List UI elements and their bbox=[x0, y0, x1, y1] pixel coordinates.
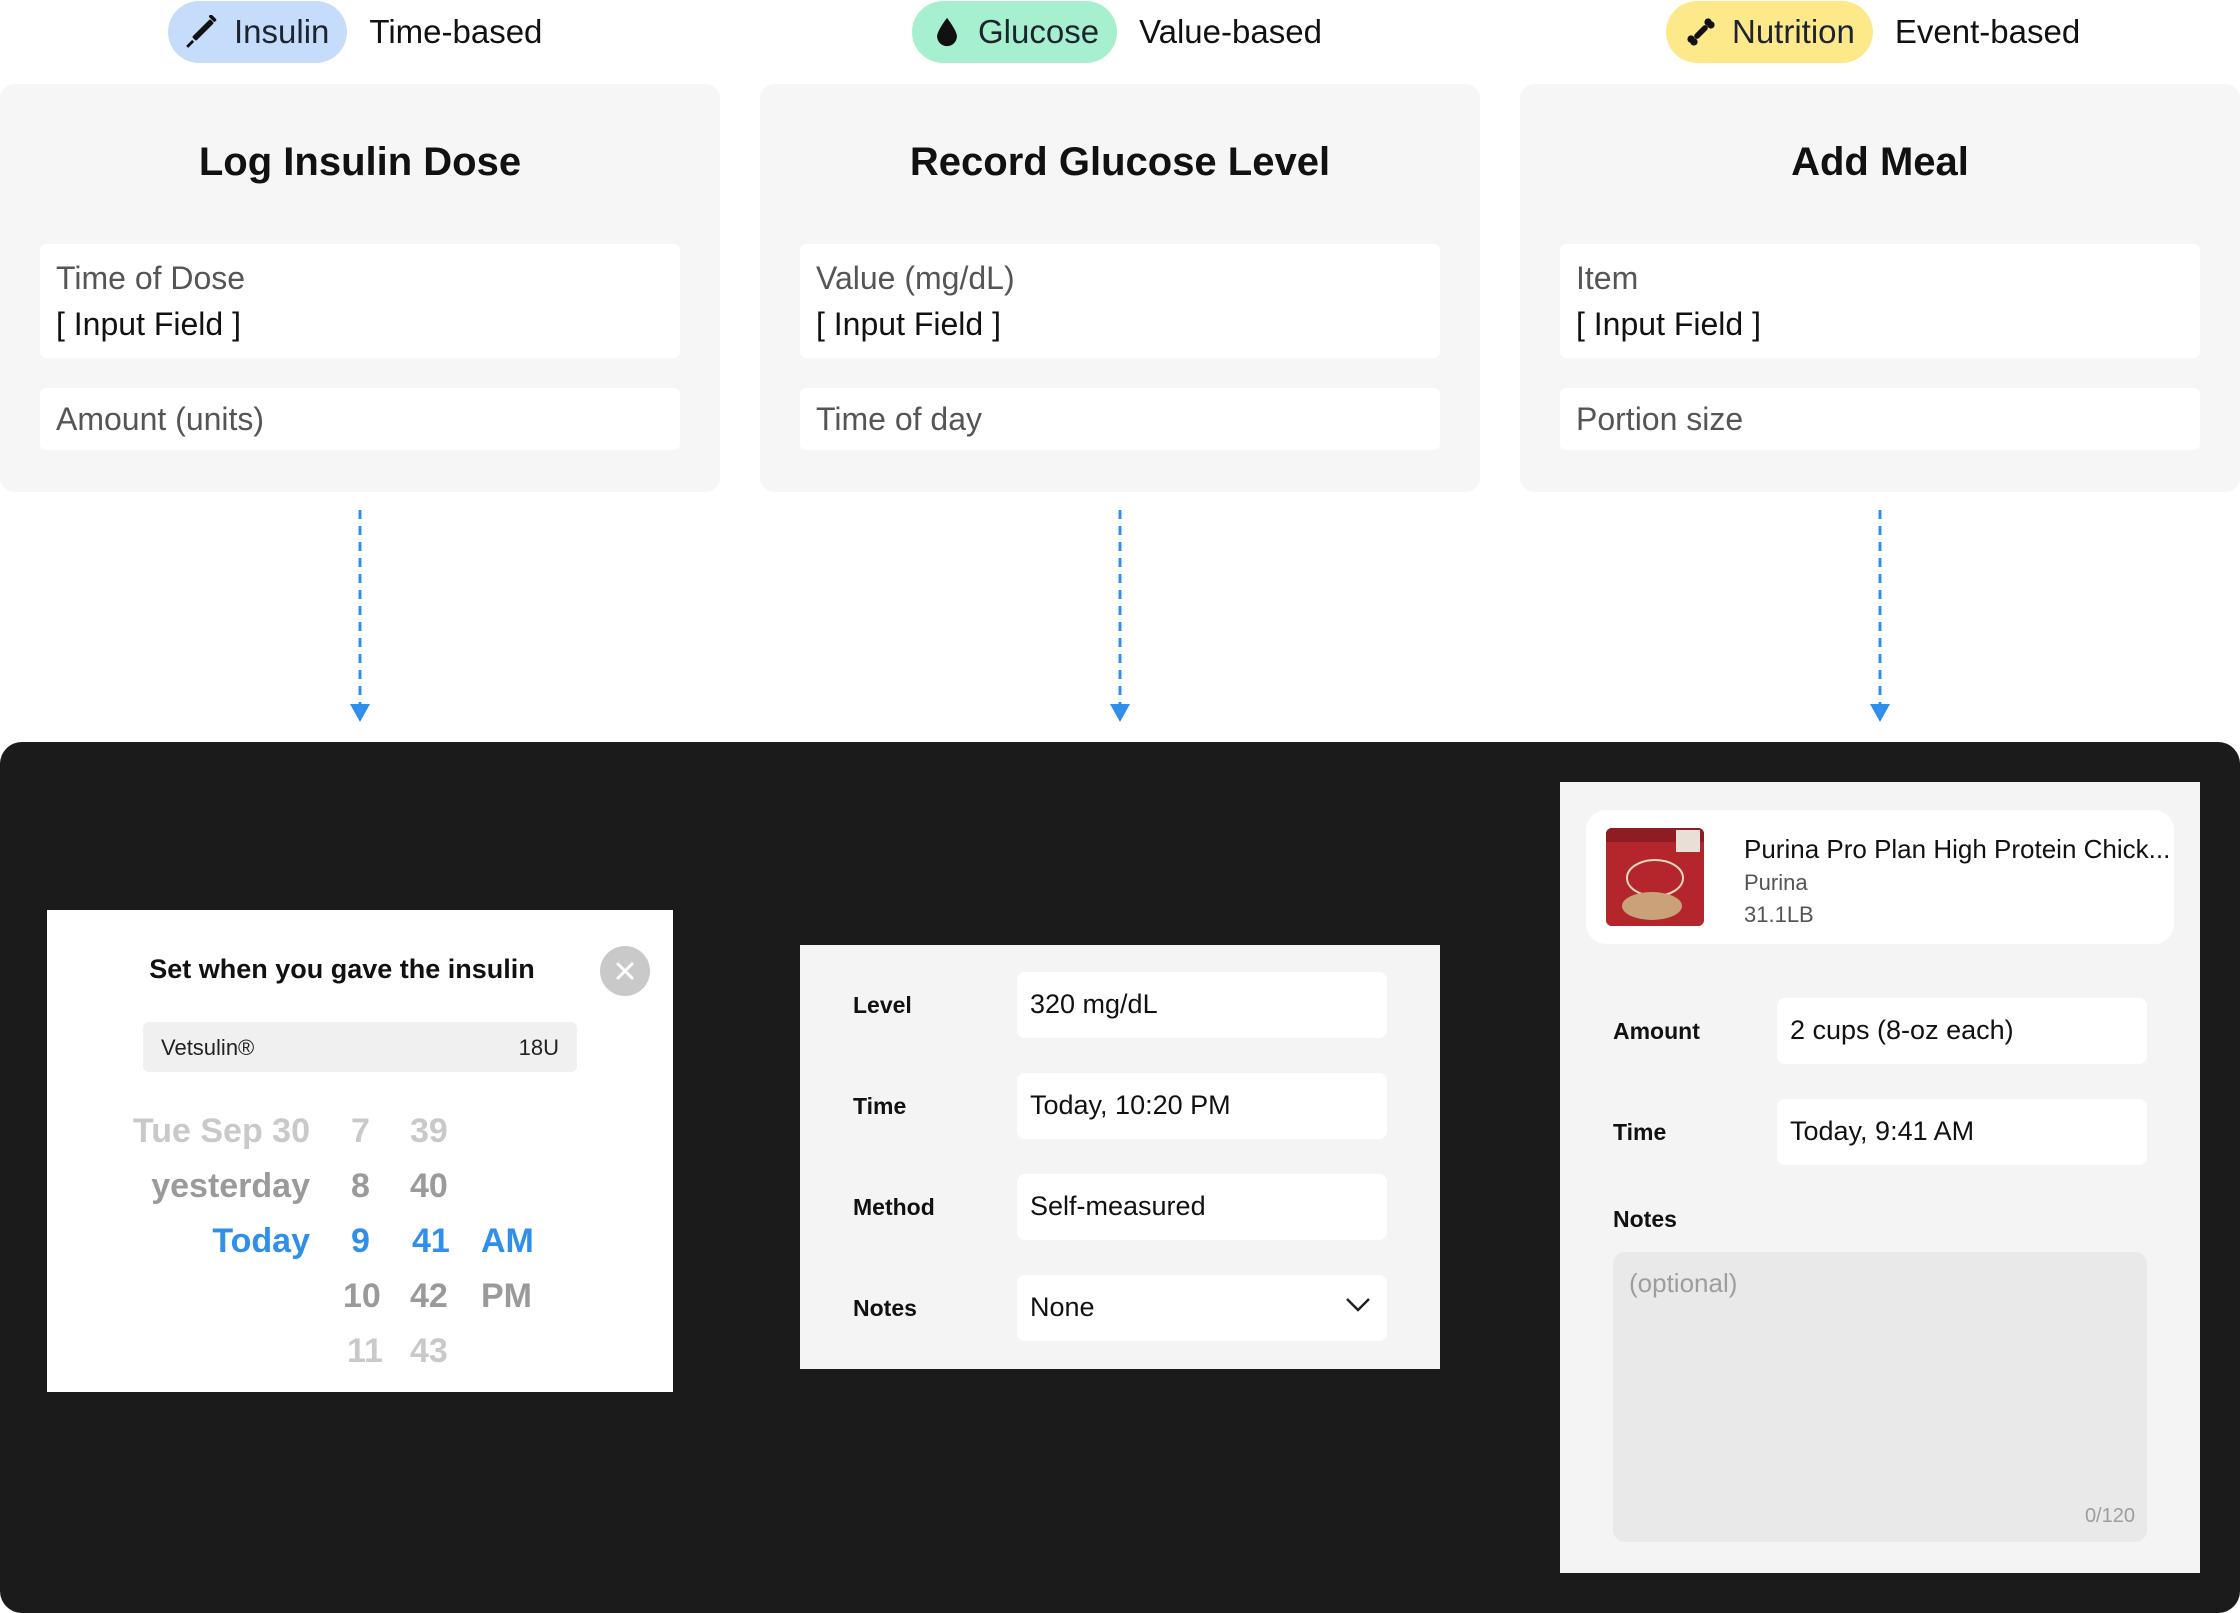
field-label: Amount (units) bbox=[56, 401, 265, 437]
period-option[interactable]: PM bbox=[481, 1277, 532, 1315]
glucose-value-field[interactable]: Value (mg/dL) [ Input Field ] bbox=[800, 244, 1440, 358]
glucose-type: Value-based bbox=[1139, 13, 1322, 50]
notes-select[interactable]: None bbox=[1017, 1275, 1387, 1341]
row-label: Time bbox=[1613, 1119, 1667, 1145]
nutrition-pill-label: Nutrition bbox=[1732, 13, 1855, 50]
product-name: Purina Pro Plan High Protein Chick... bbox=[1744, 834, 2171, 864]
product-brand: Purina bbox=[1744, 870, 1808, 895]
nutrition-pill: Nutrition bbox=[1666, 1, 1873, 63]
picker-title: Set when you gave the insulin bbox=[149, 954, 535, 984]
product-card[interactable]: Purina Pro Plan High Protein Chick... Pu… bbox=[1586, 810, 2174, 944]
field-label: Value (mg/dL) bbox=[816, 260, 1015, 296]
form-row-time: Time Today, 10:20 PM bbox=[800, 1073, 1440, 1139]
minute-option-selected[interactable]: 41 bbox=[412, 1222, 450, 1260]
meal-card: Add Meal Item [ Input Field ] Portion si… bbox=[1520, 84, 2240, 492]
close-button[interactable] bbox=[600, 946, 650, 996]
chevron-down-icon bbox=[1346, 1298, 1370, 1312]
card-title: Add Meal bbox=[1791, 140, 1969, 184]
minute-option[interactable]: 43 bbox=[410, 1332, 448, 1370]
bone-icon bbox=[1687, 18, 1715, 46]
syringe-icon bbox=[186, 15, 217, 48]
connector-arrow-glucose bbox=[1110, 510, 1130, 722]
drop-icon bbox=[937, 17, 957, 47]
form-row-notes: Notes None bbox=[800, 1275, 1440, 1341]
meal-form: Purina Pro Plan High Protein Chick... Pu… bbox=[1560, 782, 2200, 1573]
field-label: Time of day bbox=[816, 401, 982, 437]
hour-option[interactable]: 11 bbox=[347, 1332, 383, 1370]
close-icon bbox=[616, 962, 634, 980]
minute-option[interactable]: 40 bbox=[410, 1167, 448, 1205]
field-label: Time of Dose bbox=[56, 260, 246, 296]
insulin-time-picker: Set when you gave the insulin Vetsulin® … bbox=[47, 910, 673, 1392]
notes-label: Notes bbox=[1613, 1206, 1677, 1232]
field-label: Portion size bbox=[1576, 401, 1744, 437]
row-label: Amount bbox=[1613, 1018, 1700, 1044]
form-row-time: Time Today, 9:41 AM bbox=[1560, 1099, 2200, 1165]
amount-field[interactable]: Amount (units) bbox=[40, 388, 680, 450]
time-of-day-field[interactable]: Time of day bbox=[800, 388, 1440, 450]
connector-arrow-meal bbox=[1870, 510, 1890, 722]
medication-dose: 18U bbox=[518, 1035, 559, 1060]
insulin-pill: Insulin bbox=[168, 1, 348, 63]
row-label: Level bbox=[853, 992, 912, 1018]
time-of-dose-field[interactable]: Time of Dose [ Input Field ] bbox=[40, 244, 680, 358]
minute-option[interactable]: 39 bbox=[410, 1112, 448, 1150]
field-value: [ Input Field ] bbox=[1576, 306, 1761, 342]
insulin-type: Time-based bbox=[369, 13, 543, 50]
day-option[interactable]: Tue Sep 30 bbox=[133, 1112, 310, 1150]
glucose-card: Record Glucose Level Value (mg/dL) [ Inp… bbox=[760, 84, 1480, 492]
insulin-card: Log Insulin Dose Time of Dose [ Input Fi… bbox=[0, 84, 720, 492]
row-label: Notes bbox=[853, 1295, 917, 1321]
amount-input[interactable]: 2 cups (8-oz each) bbox=[1777, 998, 2147, 1064]
connector-arrow-insulin bbox=[350, 510, 370, 722]
form-row-level: Level 320 mg/dL bbox=[800, 972, 1440, 1038]
period-option-selected[interactable]: AM bbox=[481, 1222, 534, 1260]
card-title: Log Insulin Dose bbox=[198, 140, 522, 184]
glucose-pill: Glucose bbox=[912, 1, 1118, 63]
product-size: 31.1LB bbox=[1744, 902, 1814, 927]
field-label: Item bbox=[1576, 260, 1639, 296]
minute-option[interactable]: 42 bbox=[410, 1277, 448, 1315]
hour-option[interactable]: 10 bbox=[343, 1277, 381, 1315]
glucose-form: Level 320 mg/dL Time Today, 10:20 PM Met… bbox=[800, 945, 1440, 1369]
portion-size-field[interactable]: Portion size bbox=[1560, 388, 2200, 450]
item-field[interactable]: Item [ Input Field ] bbox=[1560, 244, 2200, 358]
category-nutrition: Nutrition Event-based bbox=[1666, 0, 2080, 64]
product-image bbox=[1606, 828, 1704, 926]
form-row-method: Method Self-measured bbox=[800, 1174, 1440, 1240]
card-title: Record Glucose Level bbox=[909, 140, 1331, 184]
character-counter: 0/120 bbox=[2084, 1505, 2135, 1527]
row-label: Method bbox=[853, 1194, 935, 1220]
hour-option-selected[interactable]: 9 bbox=[351, 1222, 370, 1260]
hour-option[interactable]: 8 bbox=[351, 1167, 370, 1205]
method-input[interactable]: Self-measured bbox=[1017, 1174, 1387, 1240]
form-row-amount: Amount 2 cups (8-oz each) bbox=[1560, 998, 2200, 1064]
row-label: Time bbox=[853, 1093, 907, 1119]
glucose-pill-label: Glucose bbox=[978, 13, 1100, 50]
field-value: [ Input Field ] bbox=[56, 306, 241, 342]
insulin-pill-label: Insulin bbox=[234, 13, 330, 50]
notes-placeholder: (optional) bbox=[1629, 1268, 1738, 1298]
medication-name: Vetsulin® bbox=[161, 1035, 255, 1060]
day-option[interactable]: yesterday bbox=[151, 1167, 310, 1205]
day-option-selected[interactable]: Today bbox=[212, 1222, 310, 1260]
notes-select-value: None bbox=[1030, 1292, 1095, 1322]
time-input[interactable]: Today, 9:41 AM bbox=[1777, 1099, 2147, 1165]
nutrition-type: Event-based bbox=[1894, 13, 2081, 50]
level-input[interactable]: 320 mg/dL bbox=[1017, 972, 1387, 1038]
category-glucose: Glucose Value-based bbox=[912, 0, 1322, 64]
time-input[interactable]: Today, 10:20 PM bbox=[1017, 1073, 1387, 1139]
hour-option[interactable]: 7 bbox=[351, 1112, 370, 1150]
category-insulin: Insulin Time-based bbox=[168, 0, 542, 64]
medication-chip: Vetsulin® 18U bbox=[143, 1022, 577, 1072]
notes-textarea[interactable]: (optional) 0/120 bbox=[1613, 1252, 2147, 1542]
field-value: [ Input Field ] bbox=[816, 306, 1001, 342]
